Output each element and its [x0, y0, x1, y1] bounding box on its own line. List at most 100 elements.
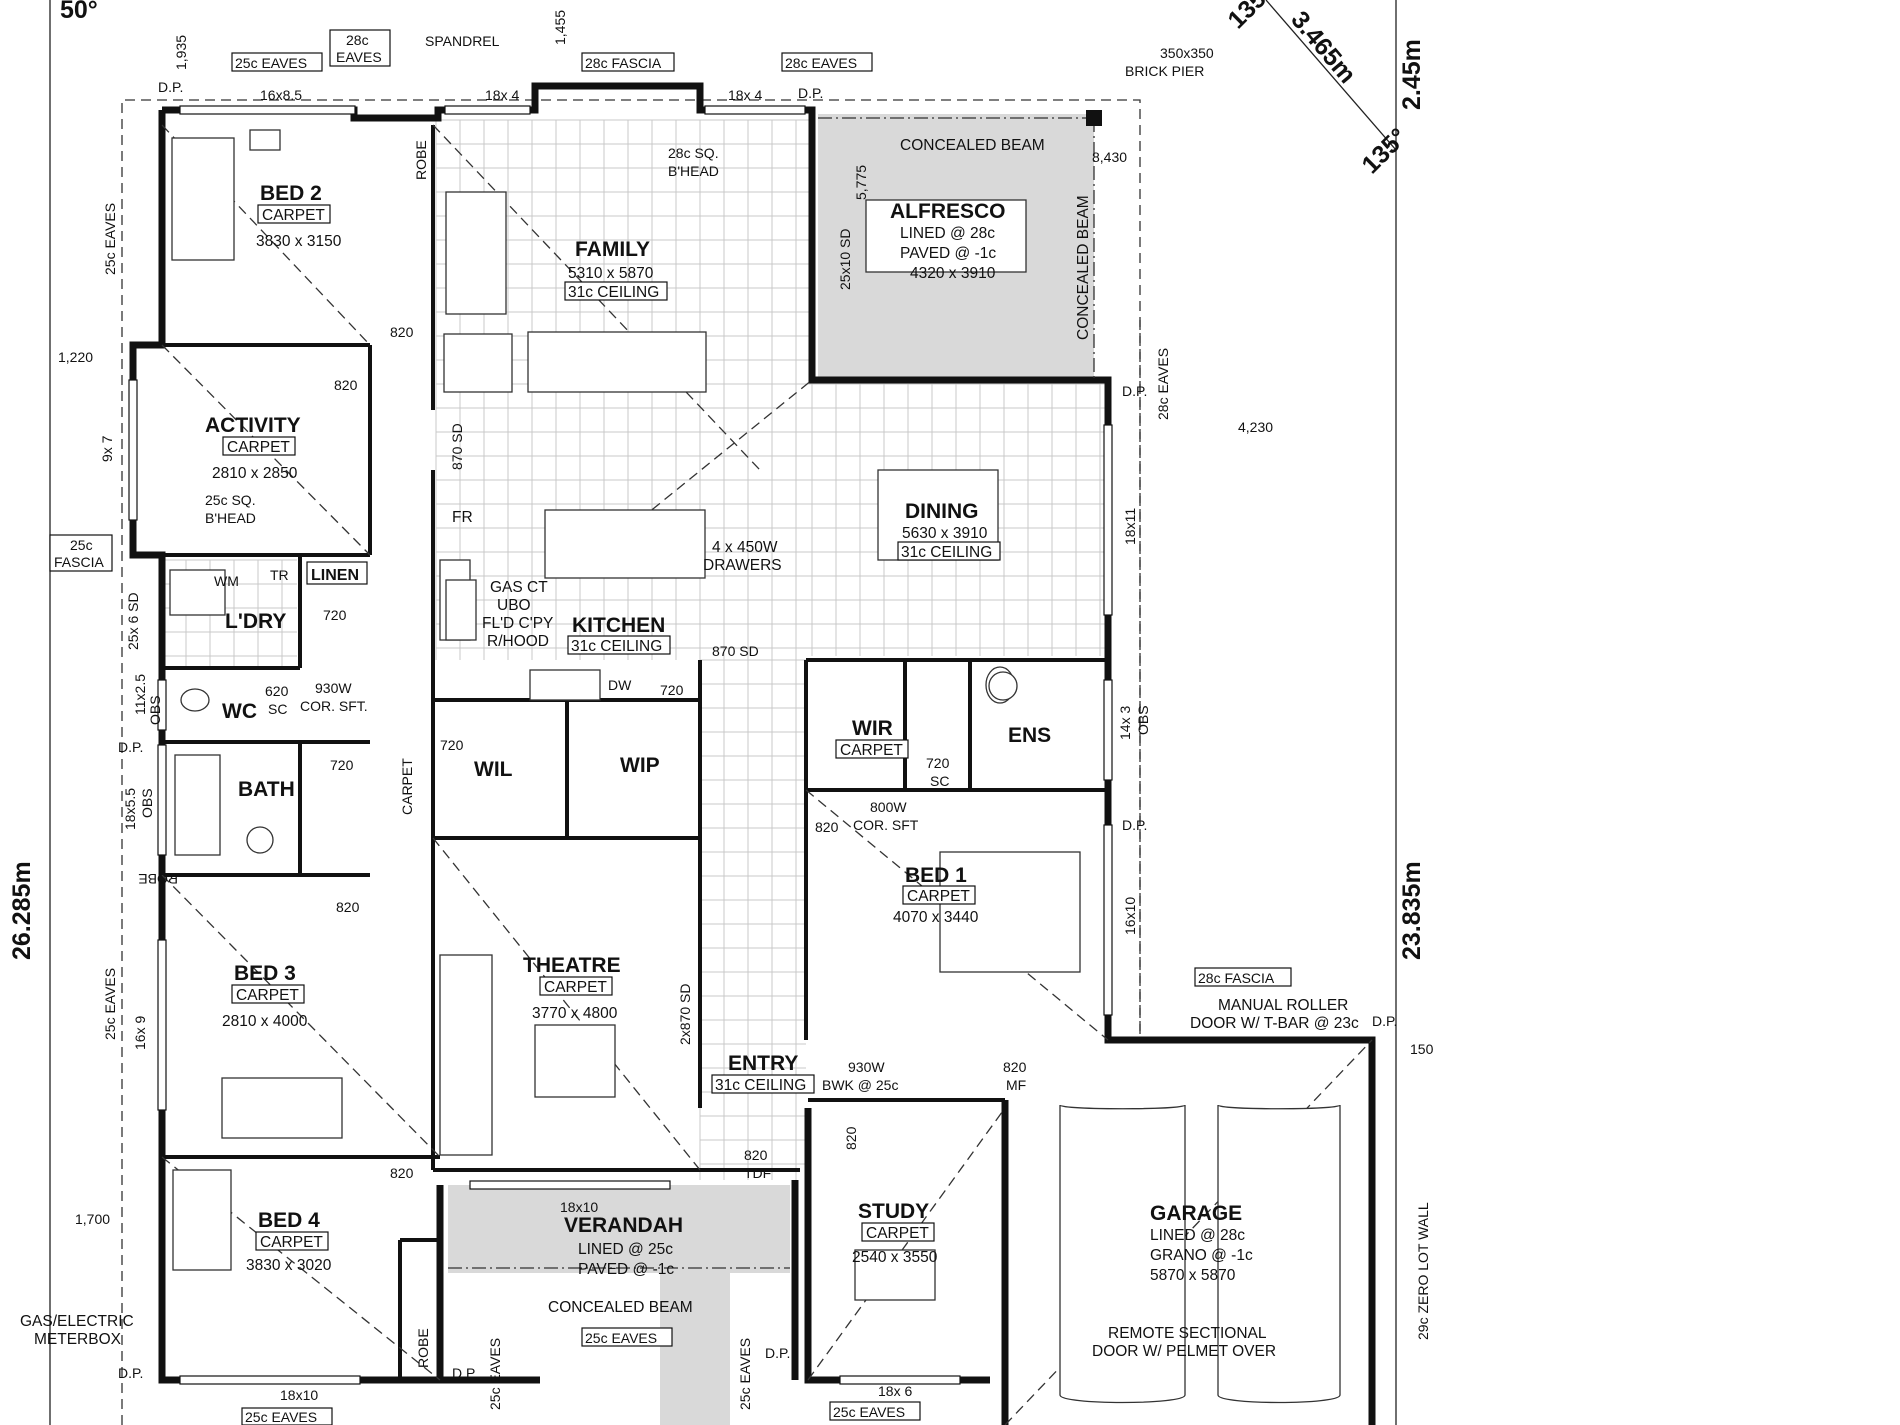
dp-label-7: D.P.	[118, 1365, 143, 1381]
drawers-a: 4 x 450W	[712, 539, 778, 556]
door-720-ldry: 720	[323, 607, 347, 623]
door-620-wc: 620	[265, 683, 289, 699]
bwk-a: 930W	[848, 1059, 885, 1075]
top-right-dim: 2.45m	[1398, 39, 1426, 110]
alfresco-door: 25x10 SD	[837, 229, 853, 290]
verandah-shade	[448, 1185, 790, 1273]
window-18x55: 18x5.5	[122, 788, 138, 830]
door-820-activity: 820	[334, 377, 358, 393]
robe-label-bed2: ROBE	[413, 140, 429, 180]
theatre-finish: CARPET	[544, 979, 607, 996]
dp-label-5: D.P.	[1122, 817, 1147, 833]
eaves-line	[121, 99, 1370, 1425]
door-820-mf: 820	[1003, 1059, 1027, 1075]
setback-8430: 8,430	[1092, 149, 1127, 165]
bwk-b: BWK @ 25c	[822, 1077, 898, 1093]
left-depth-dim: 26.285m	[8, 861, 36, 960]
theatre-title: THEATRE	[523, 954, 621, 977]
ldry-title: L'DRY	[225, 610, 286, 633]
activity-finish: CARPET	[227, 439, 290, 456]
lot-boundary-diagonal	[1265, 0, 1397, 151]
entry-ceiling: 31c CEILING	[715, 1077, 806, 1094]
alfresco-title: ALFRESCO	[890, 200, 1006, 223]
window-9x7: 9x 7	[99, 435, 115, 462]
door-720-kitchen: 720	[660, 682, 684, 698]
dp-label-2: D.P.	[798, 85, 823, 101]
door-820-bed4: 820	[390, 1165, 414, 1181]
study-finish: CARPET	[866, 1225, 929, 1242]
alfresco-line2: PAVED @ -1c	[900, 245, 996, 262]
window-16x9: 16x 9	[132, 1016, 148, 1050]
dp-label-6: D.P.	[1372, 1013, 1397, 1029]
eaves-front-5: 25c EAVES	[833, 1404, 905, 1420]
wall-exterior-north	[162, 82, 1150, 1044]
robe-label-bed3: ROBE	[138, 871, 178, 887]
wc-title: WC	[222, 700, 257, 723]
setback-1700: 1,700	[75, 1211, 110, 1227]
wall-study	[804, 1108, 990, 1384]
zero-lot-wall: 29c ZERO LOT WALL	[1415, 1202, 1431, 1340]
concealed-beam-verandah-label: CONCEALED BEAM	[548, 1299, 693, 1316]
door-720-wil: 720	[440, 737, 464, 753]
obs-label-3: OBS	[1135, 705, 1151, 735]
edge-label-top: 50°	[60, 0, 98, 24]
kitchen-title: KITCHEN	[572, 614, 665, 637]
fr-label: FR	[452, 509, 473, 526]
brick-pier	[1086, 110, 1102, 126]
garage-size: 5870 x 5870	[1150, 1267, 1236, 1284]
bed3-size: 2810 x 4000	[222, 1013, 308, 1030]
eaves-label-28a: 28c	[346, 32, 369, 48]
study-title: STUDY	[858, 1200, 929, 1223]
cor800-a: 800W	[870, 799, 907, 815]
linen-title: LINEN	[311, 567, 359, 584]
obs-label-2: OBS	[139, 788, 155, 818]
window-18x4-b: 18x 4	[728, 87, 762, 103]
meter-a: GAS/ELECTRIC	[20, 1313, 134, 1330]
window-11x25: 11x2.5	[132, 674, 148, 715]
wil-title: WIL	[474, 758, 513, 781]
robe-label-bed4: ROBE	[415, 1328, 431, 1368]
sectional-a: REMOTE SECTIONAL	[1108, 1325, 1267, 1342]
window-16x85: 16x8.5	[260, 87, 302, 103]
dining-title: DINING	[905, 500, 979, 523]
theatre-size: 3770 x 4800	[532, 1005, 618, 1022]
concealed-beam-top: CONCEALED BEAM	[900, 137, 1045, 154]
garage-title: GARAGE	[1150, 1202, 1242, 1225]
gas-b: UBO	[497, 597, 531, 614]
dp-label-1: D.P.	[158, 79, 183, 95]
gas-c: FL'D C'PY	[482, 615, 553, 632]
door-820-bed1: 820	[815, 819, 839, 835]
bed3-finish: CARPET	[236, 987, 299, 1004]
setback-1455: 1,455	[552, 10, 568, 45]
eaves-label-top-left: 25c EAVES	[235, 55, 307, 71]
drawers-b: DRAWERS	[703, 557, 782, 574]
window-18x4-a: 18x 4	[485, 87, 519, 103]
door-820-tdf: 820	[744, 1147, 768, 1163]
dp-label-4: D.P.	[118, 739, 143, 755]
garage-line2: GRANO @ -1c	[1150, 1247, 1253, 1264]
furniture	[169, 129, 1341, 1404]
eaves-front-1: 25c EAVES	[585, 1330, 657, 1346]
door-820-bed2: 820	[390, 324, 414, 340]
dining-size: 5630 x 3910	[902, 525, 988, 542]
meter-b: METERBOX	[34, 1331, 122, 1348]
entry-title: ENTRY	[728, 1052, 798, 1075]
dp-label-8: D.P.	[452, 1365, 477, 1381]
bhead25-a: 25c SQ.	[205, 492, 256, 508]
garage-line1: LINED @ 28c	[1150, 1227, 1245, 1244]
sd-870-family: 870 SD	[449, 423, 465, 470]
eaves-front-4: 25c EAVES	[245, 1409, 317, 1425]
cor930-a: 930W	[315, 680, 352, 696]
wir-title: WIR	[852, 717, 893, 740]
eaves-left-top: 25c EAVES	[102, 203, 118, 275]
family-ceiling: 31c CEILING	[568, 284, 659, 301]
concealed-beam-right: CONCEALED BEAM	[1075, 195, 1092, 340]
bed1-finish: CARPET	[907, 888, 970, 905]
door-720-wir: 720	[926, 755, 950, 771]
bed4-title: BED 4	[258, 1209, 320, 1232]
fascia25-b: FASCIA	[54, 554, 104, 570]
pier-label-a: 350x350	[1160, 45, 1214, 61]
wm-label: WM	[214, 573, 239, 589]
activity-title: ACTIVITY	[205, 414, 301, 437]
carpet-hall: CARPET	[399, 758, 415, 815]
